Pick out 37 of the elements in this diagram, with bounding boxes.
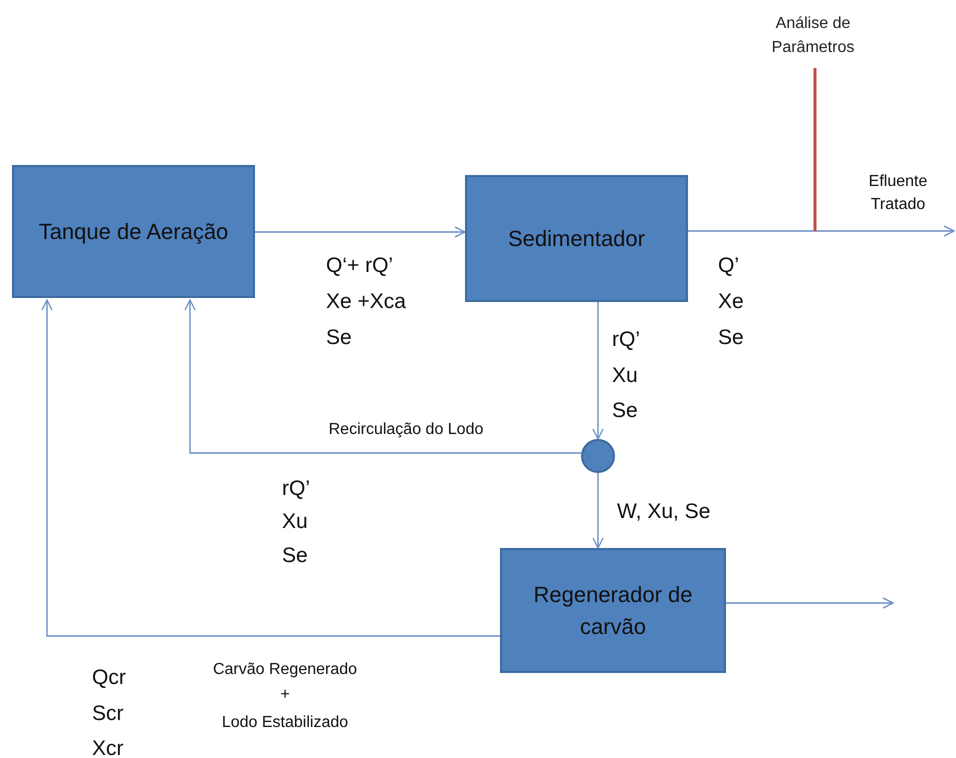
annotation-text: Efluente Tratado [868,172,928,215]
annotation-text: Lodo Estabilizado [222,714,348,732]
stream-variable: Qcr [92,666,126,690]
annotation-text: Carvão Regenerado [212,661,358,679]
stream-variable: rQ’ [282,477,310,501]
stream-variable: Se [282,544,308,568]
box-label: Sedimentador [507,224,646,253]
flow-arrow [255,226,466,238]
process-box [500,548,726,673]
flow-arrow [592,473,604,549]
flow-arrow [688,225,955,237]
box-label: Regenerador de carvão [532,580,694,640]
stream-variable: Scr [92,702,124,726]
flow-arrow [41,299,500,637]
stream-variable: W, Xu, Se [617,500,710,524]
stream-variable: Q’ [718,254,739,278]
flow-arrow [184,299,581,454]
stream-variable: Se [612,399,638,423]
stream-variable: Q‘+ rQ’ [326,254,394,278]
stream-variable: rQ’ [612,328,640,352]
junction-circle [581,439,615,473]
annotation-text: Recirculação do Lodo [328,421,484,439]
stream-variable: Xe [718,290,744,314]
stream-variable: Se [718,326,744,350]
stream-variable: Xcr [92,737,124,758]
box-label: Tanque de Aeração [38,218,230,246]
process-box [465,175,688,302]
process-box [12,165,255,298]
annotation-text: + [280,686,290,704]
sampling-line [814,68,816,231]
stream-variable: Se [326,326,352,350]
stream-variable: Xu [282,510,308,534]
annotation-text: Análise de Parâmetros [770,14,856,58]
flow-arrow [592,302,604,440]
stream-variable: Xe +Xca [326,290,406,314]
flow-arrow [726,597,894,609]
stream-variable: Xu [612,364,638,388]
